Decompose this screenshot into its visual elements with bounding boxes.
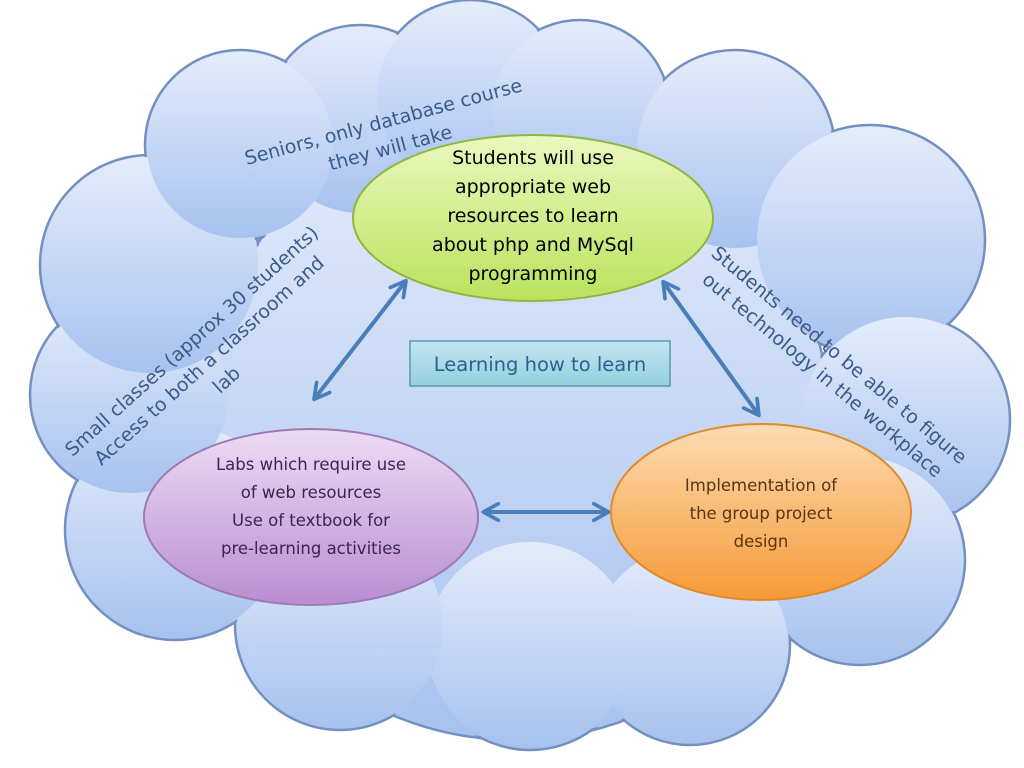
node-web-resources: Students will use appropriate web resour… [352,134,714,302]
center-label-text: Learning how to learn [434,353,646,376]
node-web-resources-line-2: appropriate web [455,176,611,198]
node-group-project: Implementation of the group project desi… [610,423,912,601]
node-labs-line-4: pre-learning activities [221,539,401,558]
node-labs-line-1: Labs which require use [216,455,406,474]
arrow-top-right [664,283,758,414]
node-web-resources-line-3: resources to learn [447,205,618,227]
node-group-project-line-2: the group project [690,504,833,523]
node-group-project-line-1: Implementation of [685,476,838,495]
node-labs-line-3: Use of textbook for [232,511,390,530]
arrow-top-left [315,282,405,398]
arrows [315,282,758,512]
node-labs-line-2: of web resources [241,483,381,502]
node-group-project-line-3: design [734,532,789,551]
node-web-resources-line-1: Students will use [452,147,614,169]
node-labs: Labs which require use of web resources … [143,428,479,606]
center-label: Learning how to learn [409,340,671,387]
node-web-resources-line-4: about php and MySql [432,234,634,256]
node-web-resources-line-5: programming [469,263,598,285]
